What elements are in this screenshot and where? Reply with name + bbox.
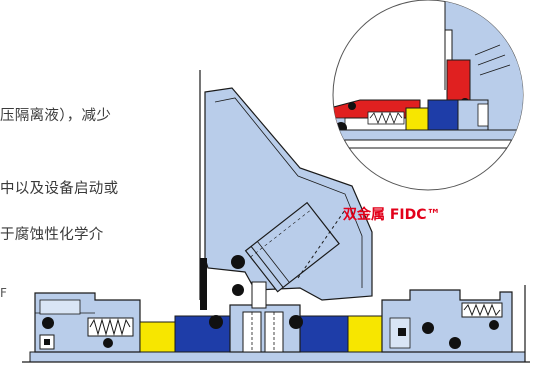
description-line-4: F <box>0 286 8 300</box>
right-yellow-face <box>347 315 383 353</box>
description-line-1: 压隔离液），减少 <box>0 108 112 124</box>
description-line-3: 于腐蚀性化学介 <box>0 227 104 243</box>
angled-port <box>244 201 340 293</box>
description-line-2: 中以及设备启动或 <box>0 181 119 197</box>
callout-label: 双金属 FIDC™ <box>343 207 441 223</box>
shaft-sleeve <box>29 351 526 363</box>
left-yellow-face <box>139 321 176 353</box>
rotating-face-right <box>299 315 349 353</box>
callout-leader <box>297 209 346 279</box>
gasket-strip <box>200 258 207 310</box>
